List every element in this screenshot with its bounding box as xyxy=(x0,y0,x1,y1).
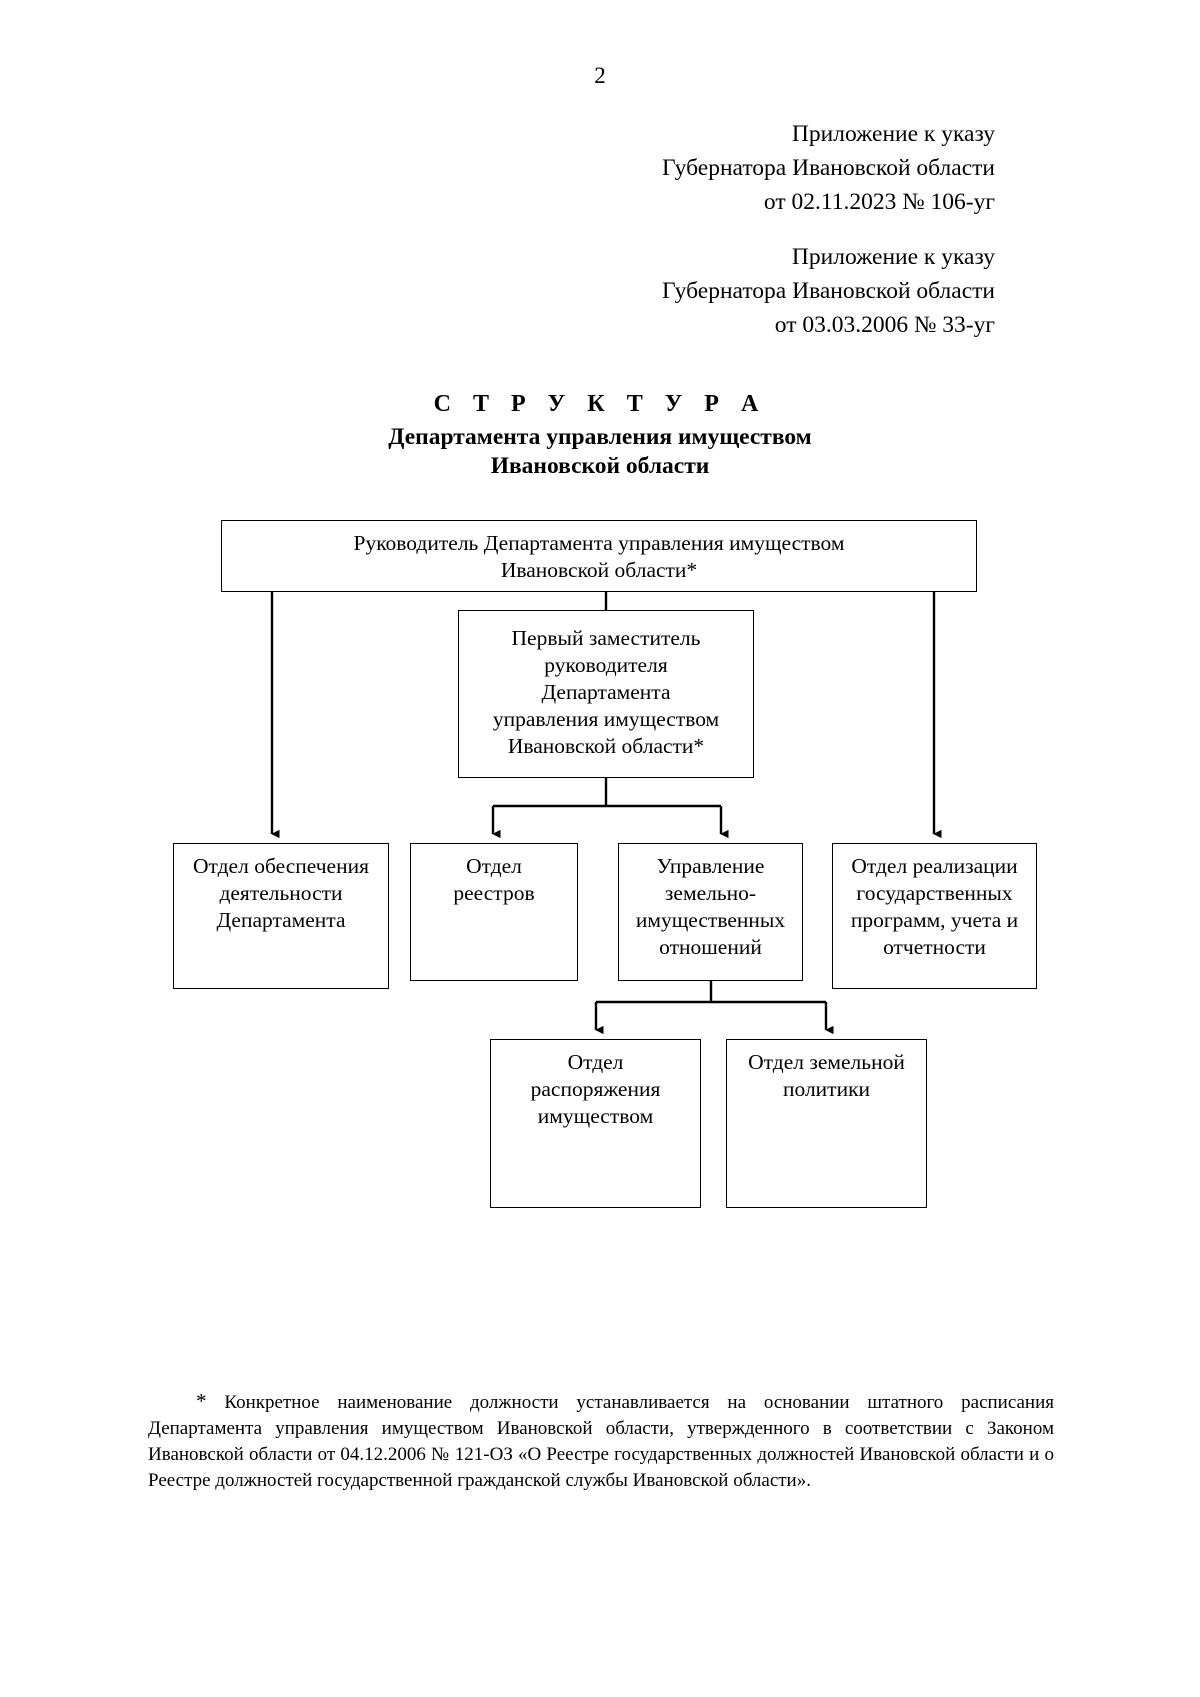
org-node-disposal-line-2: распоряжения xyxy=(530,1077,661,1101)
document-subtitle: Департамента управления имуществом Ивано… xyxy=(0,423,1200,481)
org-node-disposal-line-1: Отдел xyxy=(567,1050,624,1074)
org-node-landpol-line-2: политики xyxy=(782,1077,871,1101)
footnote-text: Конкретное наименование должности устана… xyxy=(148,1392,1055,1491)
org-node-deputy[interactable]: Первый заместитель руководителя Департам… xyxy=(458,610,754,778)
org-node-deputy-line-4: управления имуществом xyxy=(492,707,720,731)
appendix-first-line3: от 02.11.2023 № 106-уг xyxy=(763,189,995,215)
org-node-head-line-2: Ивановской области* xyxy=(500,558,698,582)
footnote: * Конкретное наименование должности уста… xyxy=(148,1388,1054,1494)
org-node-support-line-2: деятельности xyxy=(219,881,343,905)
org-node-programs-line-2: государственных xyxy=(856,881,1013,905)
org-node-support-line-1: Отдел обеспечения xyxy=(192,854,370,878)
appendix-first-line1: Приложение к указу xyxy=(791,121,995,147)
page-number: 2 xyxy=(594,63,606,88)
footnote-paragraph: * Конкретное наименование должности уста… xyxy=(148,1388,1054,1494)
org-node-deputy-line-1: Первый заместитель xyxy=(511,626,701,650)
org-node-disposal-line-3: имуществом xyxy=(537,1104,654,1128)
appendix-second-line2: Губернатора Ивановской области xyxy=(661,278,995,304)
org-node-registry-line-1: Отдел xyxy=(466,854,522,878)
org-node-landmgmt-line-3: имущественных xyxy=(635,908,786,932)
org-node-deputy-line-2: руководителя xyxy=(544,653,668,677)
document-subtitle-line2: Ивановской области xyxy=(490,453,710,479)
appendix-reference-second: Приложение к указу Губернатора Ивановско… xyxy=(475,240,995,342)
org-node-property-disposal[interactable]: Отдел распоряжения имуществом xyxy=(490,1039,701,1208)
footnote-star-marker: * xyxy=(196,1389,207,1413)
org-node-state-programs[interactable]: Отдел реализации государственных програм… xyxy=(832,843,1037,989)
org-node-programs-line-4: отчетности xyxy=(883,935,986,959)
document-subtitle-line1: Департамента управления имуществом xyxy=(388,424,812,450)
org-node-support-line-3: Департамента xyxy=(216,908,346,932)
appendix-second-line1: Приложение к указу xyxy=(791,244,995,270)
org-node-head[interactable]: Руководитель Департамента управления иму… xyxy=(221,520,977,592)
document-title-heading: С Т Р У К Т У Р А xyxy=(433,391,767,417)
appendix-second-line3: от 03.03.2006 № 33-уг xyxy=(774,312,995,338)
org-node-registry-line-2: реестров xyxy=(453,881,535,905)
org-node-programs-line-1: Отдел реализации xyxy=(851,854,1018,878)
org-node-registry[interactable]: Отдел реестров xyxy=(410,843,578,981)
org-node-landmgmt-line-1: Управление xyxy=(656,854,765,878)
org-node-landmgmt-line-2: земельно- xyxy=(664,881,757,905)
org-node-programs-line-3: программ, учета и xyxy=(850,908,1019,932)
org-node-landmgmt-line-4: отношений xyxy=(659,935,762,959)
org-node-land-policy[interactable]: Отдел земельной политики xyxy=(726,1039,927,1208)
org-node-head-line-1: Руководитель Департамента управления иму… xyxy=(353,531,845,555)
appendix-first-line2: Губернатора Ивановской области xyxy=(661,155,995,181)
org-node-landpol-line-1: Отдел земельной xyxy=(748,1050,905,1074)
org-node-land-property-relations[interactable]: Управление земельно- имущественных отнош… xyxy=(618,843,803,981)
org-node-deputy-line-3: Департамента xyxy=(541,680,671,704)
appendix-reference-first: Приложение к указу Губернатора Ивановско… xyxy=(475,117,995,219)
org-node-deputy-line-5: Ивановской области* xyxy=(507,734,705,758)
org-node-support-department[interactable]: Отдел обеспечения деятельности Департаме… xyxy=(173,843,389,989)
